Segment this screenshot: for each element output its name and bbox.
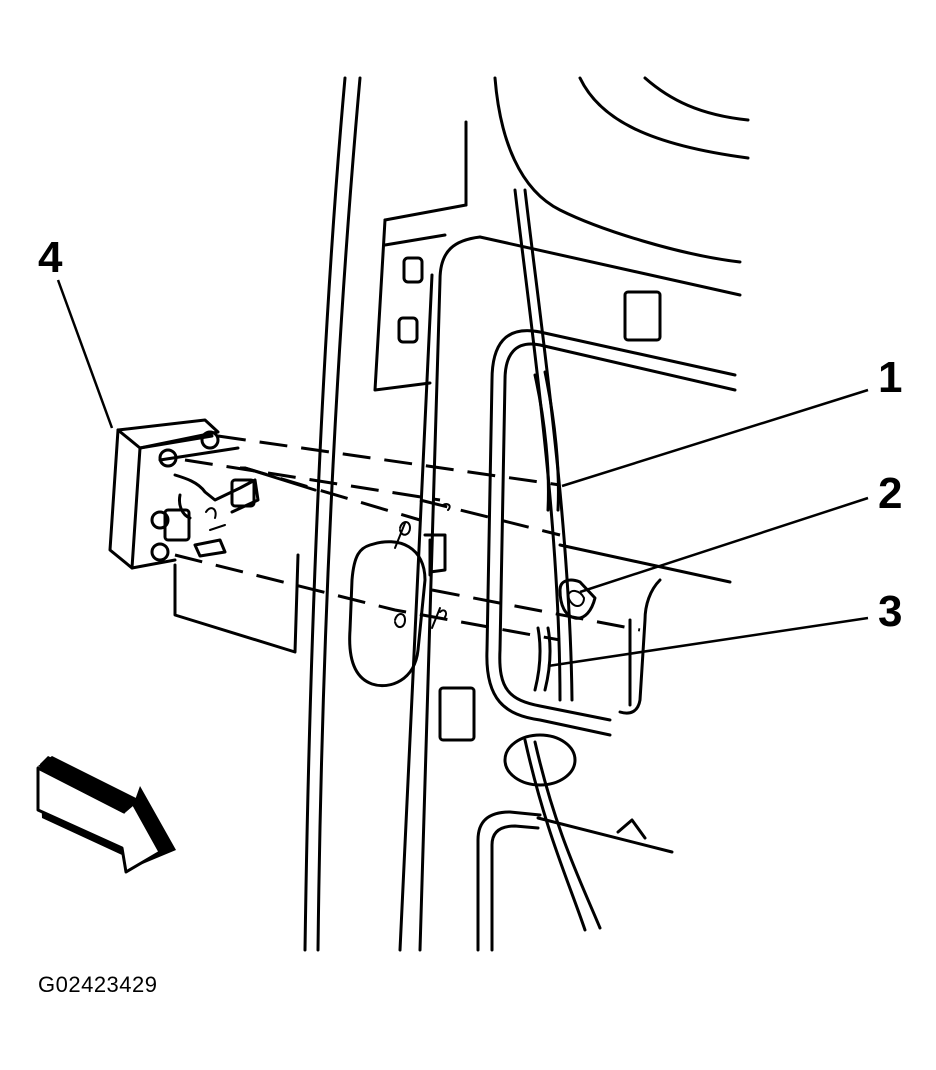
grommet [558, 578, 597, 620]
body-holes [348, 256, 662, 787]
callout-3: 3 [878, 587, 902, 636]
wire-harness [485, 329, 737, 737]
switch-assembly [108, 418, 260, 570]
harness-clip [533, 370, 560, 512]
pillar-outline [303, 76, 750, 952]
fastener-marks [394, 502, 451, 629]
lower-opening [476, 738, 674, 952]
callout-2: 2 [878, 469, 902, 518]
figure-id: G02423429 [38, 972, 158, 997]
callout-leaders [56, 279, 869, 668]
callout-1: 1 [878, 353, 902, 402]
callout-4: 4 [38, 233, 63, 282]
offset-paths [173, 466, 447, 654]
lower-clip [533, 626, 552, 692]
view-direction-arrow-icon [36, 756, 176, 874]
